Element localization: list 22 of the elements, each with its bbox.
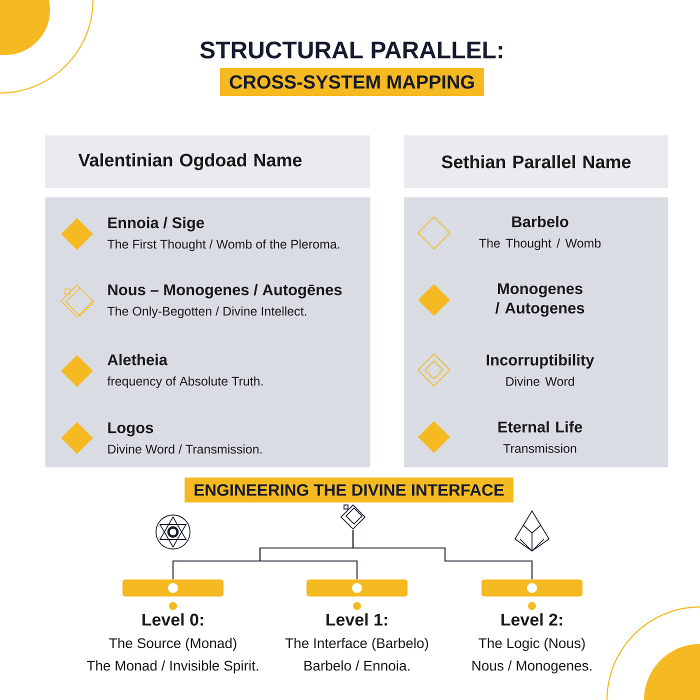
list-item: Nous – Monogenes / Autogēnes The Only-Begotten / Divine Intellect. bbox=[107, 284, 342, 318]
panel-background bbox=[404, 197, 668, 468]
crystal-icon bbox=[514, 510, 550, 552]
title: STRUCTURAL PARALLEL: bbox=[200, 42, 502, 58]
section-banner: ENGINEERING THE DIVINE INTERFACE bbox=[184, 478, 514, 502]
list-item: Logos Divine Word / Transmission. bbox=[108, 422, 262, 454]
panel-background bbox=[45, 197, 370, 468]
list-item: Barbelo The Thought / Womb bbox=[479, 216, 601, 250]
circle-star-icon bbox=[156, 514, 190, 550]
diamond-icon bbox=[340, 504, 366, 530]
list-item: Incorruptibility Divine Word bbox=[486, 354, 594, 386]
list-item: Eternal Life Transmission bbox=[498, 421, 582, 453]
level-text: Level 0: The Source (Monad) The Monad / Invisible Spirit. bbox=[86, 613, 258, 674]
list-item: Monogenes / Autogenes bbox=[495, 283, 584, 317]
subtitle-banner: CROSS-SYSTEM MAPPING bbox=[220, 68, 484, 96]
level-text: Level 2: The Logic (Nous) Nous / Monogenes. bbox=[472, 613, 592, 674]
connector-line bbox=[352, 530, 533, 580]
column-header: Sethian Parallel Name bbox=[404, 135, 668, 188]
column-header: Valentinian Ogdoad Name bbox=[45, 135, 370, 188]
list-item: Ennoia / Sige The First Thought / Womb of the Pleroma. bbox=[107, 216, 340, 252]
level-text: Level 1: The Interface (Barbelo) Barbelo / Ennoia. bbox=[285, 613, 428, 671]
list-item: Aletheia frequency of Absolute Truth. bbox=[107, 354, 263, 388]
